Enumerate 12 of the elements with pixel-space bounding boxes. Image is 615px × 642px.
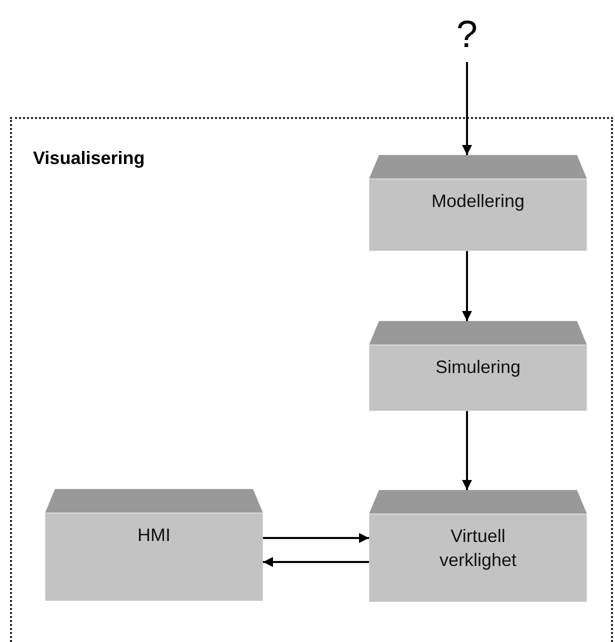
question-mark: ? [455,13,479,58]
arrow [462,411,472,490]
block-label: Modellering [430,190,526,213]
group-title: Visualisering [33,148,145,169]
block-label: HMI [136,524,172,547]
arrow [263,533,369,543]
block-label: Virtuell verklighet [438,525,518,572]
group-frame [10,117,613,642]
arrow [263,557,369,567]
arrow [462,251,472,321]
block-label: Simulering [434,356,522,379]
arrow [462,62,472,155]
